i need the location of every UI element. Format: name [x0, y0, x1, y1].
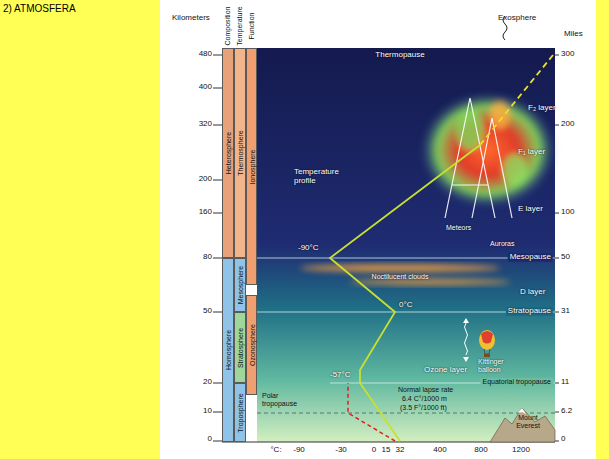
diagram-label: 200	[561, 120, 574, 129]
diagram-label: Mesopause	[508, 253, 553, 262]
diagram-label: 300	[561, 50, 574, 59]
diagram-label: 11	[561, 378, 569, 387]
band-label: Ozonosphere	[248, 324, 255, 366]
band-label: Ionosphere	[248, 149, 255, 184]
diagram-label: Meteors	[446, 224, 471, 232]
diagram-label: Function	[248, 13, 256, 40]
diagram-label: F₂ layer	[528, 104, 556, 113]
diagram-label: 0	[372, 446, 376, 455]
band-label: Stratosphere	[237, 327, 244, 367]
layer-band: Thermosphere	[234, 48, 246, 258]
diagram-label: Miles	[564, 30, 583, 39]
diagram-label: Thermopause	[375, 51, 424, 60]
diagram-label: -57°C	[330, 371, 351, 380]
diagram-label: 1200	[512, 446, 530, 455]
diagram-label: °C:	[270, 446, 281, 455]
diagram-label: F₁ layer	[518, 148, 545, 157]
diagram-label: Exosphere	[498, 14, 536, 23]
diagram-label: 400	[199, 83, 212, 92]
diagram-label: Noctilucent clouds	[372, 273, 429, 281]
diagram-label: Temperature	[236, 6, 244, 45]
diagram-label: 80	[203, 253, 212, 262]
diagram-label: 0°C	[399, 301, 412, 310]
band-label: Homosphere	[225, 330, 232, 370]
diagram-label: Kilometers	[172, 14, 210, 23]
diagram-label: Temperature profile	[294, 168, 344, 186]
layer-band: Homosphere	[222, 258, 234, 442]
diagram-label: 10	[203, 407, 212, 416]
band-label: Heterosphere	[225, 132, 232, 174]
layer-band: Mesosphere	[234, 258, 246, 312]
layer-band: Ozonosphere	[246, 295, 257, 395]
band-label: Mesosphere	[237, 266, 244, 305]
diagram-label: 480	[199, 50, 212, 59]
diagram-label: -90°C	[298, 244, 319, 253]
diagram-label: 50	[561, 253, 570, 262]
layer-band: Stratosphere	[234, 312, 246, 383]
diagram-label: (3.5 F°/1000 ft)	[400, 404, 447, 412]
diagram-label: 320	[199, 120, 212, 129]
diagram-label: 20	[203, 378, 212, 387]
diagram-label: Stratopause	[506, 307, 553, 316]
layer-band: Troposphere	[234, 383, 246, 442]
diagram-label: 50	[203, 307, 212, 316]
diagram-label: Auroras	[490, 240, 515, 248]
diagram-label: Ozone layer	[424, 366, 467, 375]
diagram-label: Composition	[224, 7, 232, 46]
diagram-label: Polar tropopause	[262, 392, 308, 407]
diagram-label: 200	[199, 175, 212, 184]
diagram-label: 800	[474, 446, 487, 455]
diagram-label: 31	[561, 307, 570, 316]
slide-title: 2) ATMOSFERA	[3, 3, 76, 14]
diagram-label: 6.2	[561, 407, 572, 416]
diagram-label: 400	[433, 446, 446, 455]
band-label: Troposphere	[237, 393, 244, 432]
diagram-label: E layer	[518, 205, 543, 214]
diagram-label: Kittinger balloon	[478, 358, 524, 373]
diagram-label: 15	[382, 446, 391, 455]
diagram-label: -90	[293, 446, 305, 455]
diagram-label: 6.4 C°/1000 m	[402, 395, 447, 403]
diagram-label: 0	[208, 435, 212, 444]
diagram-label: 100	[561, 208, 574, 217]
layer-band: Heterosphere	[222, 48, 234, 258]
diagram-label: Equatorial tropopause	[481, 378, 554, 386]
diagram-label: Normal lapse rate	[398, 386, 453, 394]
layer-band: Ionosphere	[246, 48, 257, 285]
diagram-label: 32	[396, 446, 405, 455]
diagram-label: D layer	[520, 288, 545, 297]
diagram-label: Mount Everest	[508, 414, 548, 429]
diagram-label: -30	[335, 446, 347, 455]
band-label: Thermosphere	[237, 130, 244, 176]
diagram-label: 160	[199, 208, 212, 217]
diagram-label: 0	[561, 435, 565, 444]
